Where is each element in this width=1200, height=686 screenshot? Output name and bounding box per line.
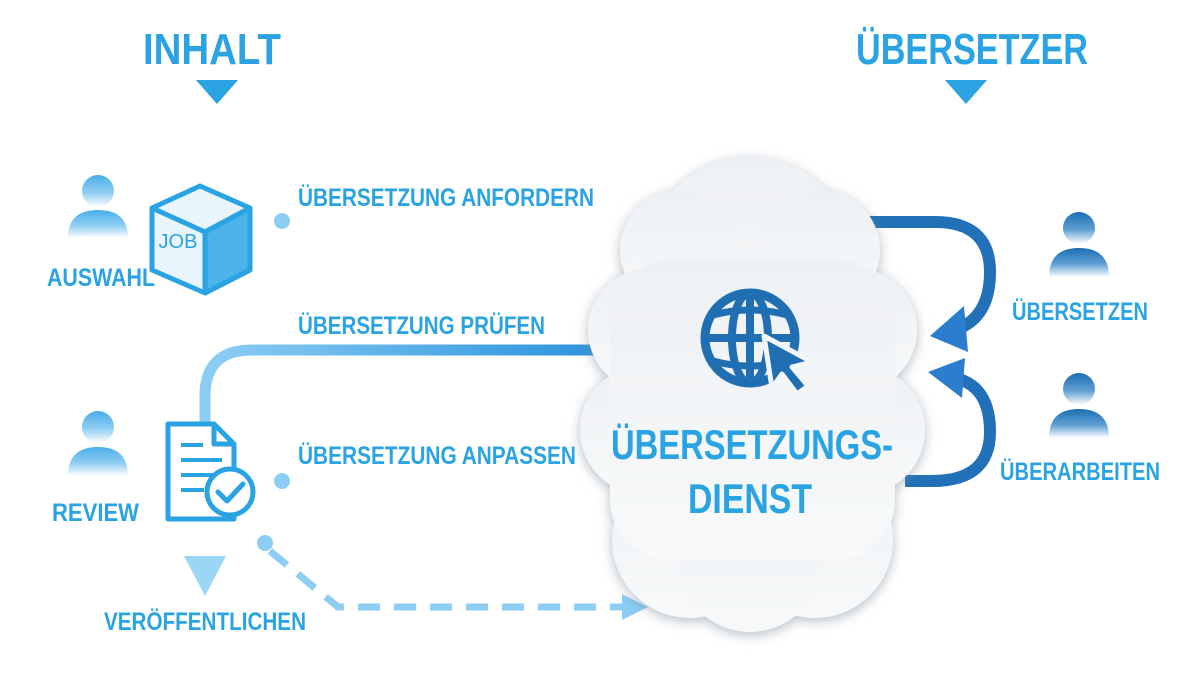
globe-cursor-icon: [700, 288, 815, 397]
translate-loop: [850, 216, 997, 336]
dashed-flow-dot: [257, 535, 273, 551]
revise-loop: [905, 372, 997, 487]
selection-label: AUSWAHL: [47, 264, 155, 292]
person-reviser-icon: [1049, 373, 1109, 438]
adjust-flow-label: ÜBERSETZUNG ANPASSEN: [298, 441, 576, 470]
dashed-flow-arrow-head: [622, 594, 648, 620]
person-translator-icon: [1049, 212, 1109, 277]
job-box-label: JOB: [159, 231, 198, 253]
dashed-flow-line: [267, 548, 622, 611]
revise-arrow-head: [928, 358, 965, 398]
uebersetzer-title: ÜBERSETZER: [856, 25, 1088, 74]
inhalt-title: INHALT: [143, 25, 281, 74]
document-check-icon: [165, 421, 256, 522]
request-flow-dot: [274, 213, 290, 229]
request-flow-label: ÜBERSETZUNG ANFORDERN: [298, 183, 594, 212]
check-flow-label: ÜBERSETZUNG PRÜFEN: [298, 311, 545, 340]
person-selection-icon: [68, 175, 128, 238]
revise-label: ÜBERARBEITEN: [1000, 457, 1160, 486]
person-review-icon: [68, 411, 128, 476]
publish-arrow-head: [184, 556, 226, 596]
service-title-line1: ÜBERSETZUNGS-: [611, 421, 893, 468]
translation-service-cloud: [580, 157, 925, 632]
job-box-icon: [149, 183, 253, 296]
adjust-flow-dot: [274, 473, 290, 489]
translate-arrow-head: [930, 306, 968, 352]
publish-label: VERÖFFENTLICHEN: [104, 607, 306, 636]
translate-label: ÜBERSETZEN: [1012, 297, 1148, 326]
check-flow-line: [199, 344, 600, 430]
review-label: REVIEW: [52, 499, 139, 527]
service-title-line2: DIENST: [688, 475, 812, 522]
uebersetzer-down-triangle: [945, 80, 987, 104]
inhalt-down-triangle: [196, 80, 238, 104]
